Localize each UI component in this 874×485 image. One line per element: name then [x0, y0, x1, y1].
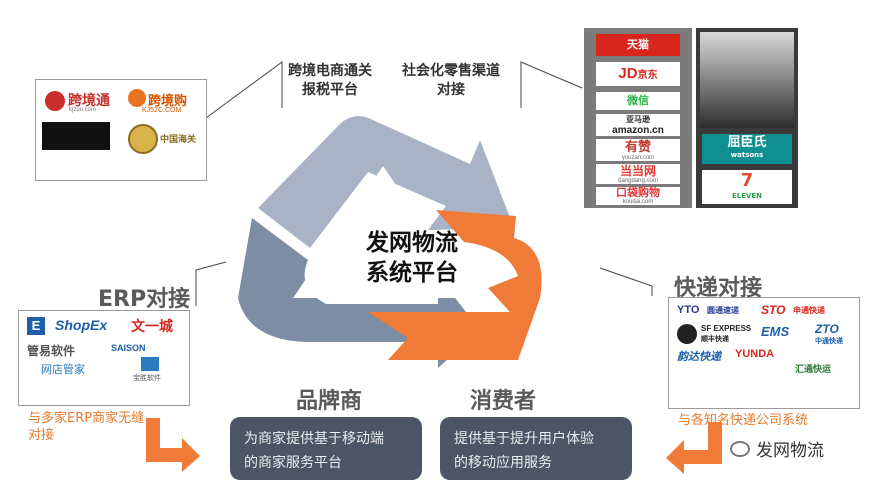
retail-logo-panel: 天猫 JD京东 微信 亚马逊 amazon.cn 有赞 youzan.com 当…: [584, 28, 692, 208]
center-title-line2: 系统平台: [366, 260, 458, 286]
dangdang-url: dangdang.com: [618, 178, 658, 184]
kuajinggou-url: KJ52C.COM: [142, 107, 182, 114]
tmall-text: 天猫: [627, 39, 649, 51]
amazon-text: amazon.cn: [612, 125, 664, 136]
wechat-bubble-icon: [730, 440, 750, 457]
social-retail-label-line1: 社会化零售渠道: [402, 63, 500, 79]
erp-note-line1: 与多家ERP商家无缝: [28, 411, 145, 426]
store-interior-image: [700, 32, 794, 128]
watsons-text: watsons: [730, 151, 764, 159]
wangdian-logo: 网店管家: [41, 364, 85, 376]
cross-border-label: 跨境电商通关 报税平台: [288, 62, 372, 100]
saison-logo: SAISON: [111, 343, 146, 353]
erp-note-line2: 对接: [28, 428, 55, 443]
watsons-logo: 屈臣氏 watsons: [702, 134, 792, 164]
jd-text: JD: [618, 65, 638, 82]
consumer-desc-pill: 提供基于提升用户体验 的移动应用服务: [440, 417, 632, 480]
cross-border-label-line1: 跨境电商通关: [288, 63, 372, 79]
watermark-text: 发网物流: [756, 441, 824, 461]
wenyicheng-logo: 文一城: [131, 318, 173, 334]
consumer-desc-line1: 提供基于提升用户体验: [454, 431, 594, 447]
yunda-logo: YUNDA: [735, 348, 775, 360]
sf-icon: [677, 324, 697, 344]
kuajingtong-url: kjzou.com: [69, 107, 97, 113]
center-title-line1: 发网物流: [366, 230, 458, 256]
wechat-text: 微信: [627, 95, 649, 107]
youzan-logo: 有赞 youzan.com: [596, 139, 680, 161]
merchant-desc-line2: 的商家服务平台: [244, 455, 342, 471]
baosheng-logo: 宝胜软件: [133, 375, 161, 382]
erp-note: 与多家ERP商家无缝 对接: [28, 410, 144, 444]
store-photo-panel: 屈臣氏 watsons 7 ELEVEN: [696, 28, 798, 208]
sf-express-cn-logo: 顺丰快递: [701, 336, 729, 343]
merchant-desc-pill: 为商家提供基于移动端 的商家服务平台: [230, 417, 422, 480]
zto-cn-logo: 中通快递: [815, 338, 843, 345]
right-turn-arrow-icon: [666, 422, 722, 474]
sto-cn-logo: 申通快递: [793, 306, 825, 315]
wechat-watermark: 发网物流: [730, 436, 824, 461]
kuajinggou-logo: 跨境购: [148, 93, 188, 108]
express-heading: 快递对接: [674, 276, 763, 301]
koudai-logo: 口袋购物 koudai.com: [596, 187, 680, 205]
koudai-url: koudai.com: [622, 199, 654, 205]
erp-logo-box: E ShopEx 文一城 管易软件 SAISON 网店管家 宝胜软件: [18, 310, 190, 406]
social-retail-label-line2: 对接: [437, 82, 465, 98]
seven-eleven-logo: 7 ELEVEN: [702, 170, 792, 204]
seven-eleven-number: 7: [740, 170, 754, 191]
consumer-title: 消费者: [470, 389, 537, 414]
amazon-logo: 亚马逊 amazon.cn: [596, 114, 680, 136]
wechat-logo: 微信: [596, 92, 680, 110]
jd-cn-text: 京东: [637, 70, 658, 81]
dangdang-logo: 当当网 dangdang.com: [596, 164, 680, 184]
consumer-desc-line2: 的移动应用服务: [454, 455, 552, 471]
china-customs-dark-logo: [42, 122, 110, 150]
amazon-cn-text: 亚马逊: [626, 115, 650, 124]
sto-logo: STO: [761, 303, 786, 317]
china-customs-text: 中国海关: [160, 134, 197, 144]
huitong-logo: 汇通快运: [795, 364, 832, 374]
cross-border-label-line2: 报税平台: [302, 82, 358, 98]
yunda-cn-logo: 韵达快递: [677, 351, 721, 363]
social-retail-label: 社会化零售渠道 对接: [402, 62, 500, 100]
kuajingtong-icon: [45, 91, 65, 111]
erp-e-logo: E: [27, 317, 45, 335]
kuajingtong-logo: 跨境通: [68, 92, 110, 108]
yto-cn-logo: 圆通速递: [707, 306, 739, 315]
merchant-desc-line1: 为商家提供基于移动端: [244, 431, 384, 447]
right-arrow: [368, 210, 542, 360]
baosheng-icon: [141, 357, 159, 371]
tmall-logo: 天猫: [596, 34, 680, 56]
youzan-text: 有赞: [624, 139, 651, 154]
cross-border-logo-box: 跨境通 kjzou.com 跨境购 KJ52C.COM 中国海关: [35, 79, 207, 181]
cycle-arrows: [238, 116, 542, 368]
customs-emblem-icon: [128, 124, 158, 154]
zto-logo: ZTO: [815, 322, 839, 336]
merchant-title: 品牌商: [296, 389, 363, 414]
koudai-text: 口袋购物: [616, 187, 660, 199]
jd-logo: JD京东: [596, 62, 680, 86]
shopex-logo: ShopEx: [55, 317, 108, 333]
sf-express-logo: SF EXPRESS: [701, 324, 752, 333]
yto-logo: YTO: [677, 304, 700, 316]
guanyi-logo: 管易软件: [27, 344, 76, 358]
youzan-url: youzan.com: [621, 155, 655, 161]
erp-heading: ERP对接: [98, 287, 191, 312]
kuajinggou-icon: [128, 89, 146, 107]
dangdang-text: 当当网: [619, 164, 656, 178]
left-turn-arrow-icon: [146, 418, 200, 472]
express-logo-box: YTO 圆通速递 STO 申通快递 SF EXPRESS 顺丰快递 EMS ZT…: [668, 297, 860, 409]
seven-eleven-text: ELEVEN: [731, 192, 763, 200]
watsons-cn-text: 屈臣氏: [727, 135, 767, 150]
ems-logo: EMS: [761, 324, 790, 339]
center-title: 发网物流 系统平台: [352, 228, 472, 288]
